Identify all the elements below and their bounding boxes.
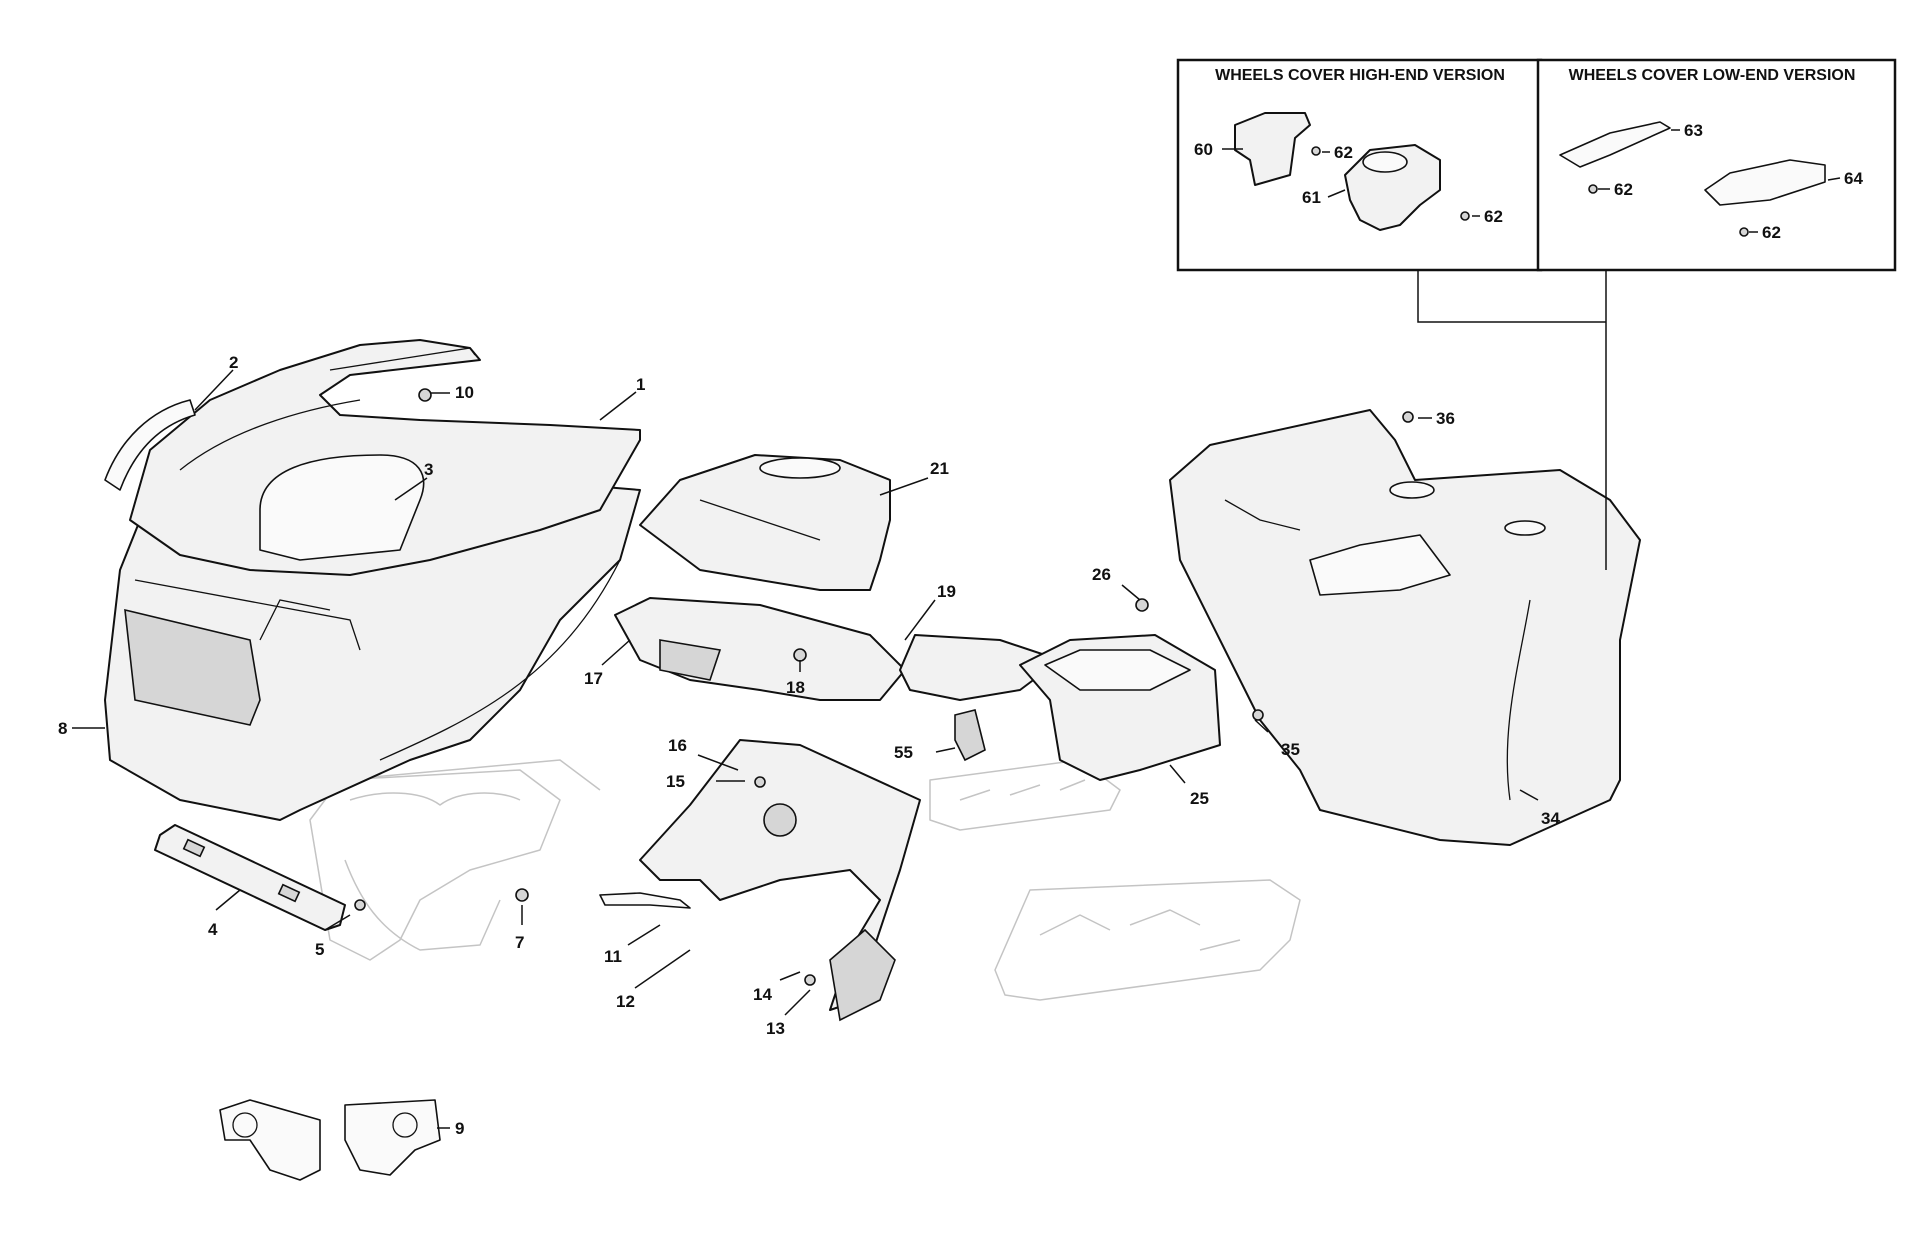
callout-62-b: 62	[1484, 207, 1503, 226]
callout-9: 9	[455, 1119, 464, 1138]
callout-26: 26	[1092, 565, 1111, 584]
part-4-bracket	[154, 824, 346, 931]
callout-17: 17	[584, 669, 603, 688]
part-1-hood-top	[129, 339, 641, 576]
part-2-hood-trim	[104, 399, 196, 491]
callout-16: 16	[668, 736, 687, 755]
callout-14: 14	[753, 985, 772, 1004]
callout-18: 18	[786, 678, 805, 697]
callout-13: 13	[766, 1019, 785, 1038]
callout-34: 34	[1541, 809, 1560, 828]
callout-1: 1	[636, 375, 645, 394]
leader-lines	[72, 129, 1841, 1129]
part-17-dashboard-tray	[614, 597, 906, 701]
fasteners	[354, 388, 1414, 986]
callout-60: 60	[1194, 140, 1213, 159]
callout-61: 61	[1302, 188, 1321, 207]
callout-2: 2	[229, 353, 238, 372]
inset-connector-line	[1417, 270, 1607, 570]
callout-4: 4	[208, 920, 218, 939]
part-34-rear-body	[1169, 409, 1641, 846]
callout-62-d: 62	[1762, 223, 1781, 242]
callout-62-c: 62	[1614, 180, 1633, 199]
inset-low-end-parts	[1559, 121, 1826, 237]
callout-8: 8	[58, 719, 67, 738]
callout-36: 36	[1436, 409, 1455, 428]
callout-35: 35	[1281, 740, 1300, 759]
inset-box-low-end	[1536, 58, 1897, 272]
callout-25: 25	[1190, 789, 1209, 808]
inset-box-low-end-title: WHEELS COVER LOW-END VERSION	[1569, 67, 1856, 84]
callout-64: 64	[1844, 169, 1863, 188]
callout-62-a: 62	[1334, 143, 1353, 162]
part-16-steering-shroud	[639, 739, 921, 1011]
callout-63: 63	[1684, 121, 1703, 140]
ghost-frame-parts	[309, 759, 1301, 1001]
inset-high-end-parts	[1234, 112, 1470, 231]
part-25-seat-box	[1019, 634, 1221, 781]
callout-55: 55	[894, 743, 913, 762]
part-9-gaskets	[219, 1099, 441, 1181]
callout-15: 15	[666, 772, 685, 791]
callout-12: 12	[616, 992, 635, 1011]
part-13-side-panel	[829, 928, 896, 1022]
part-21-upper-cover	[639, 454, 891, 591]
callout-21: 21	[930, 459, 949, 478]
part-19-console-panel	[899, 634, 1061, 701]
callout-3: 3	[424, 460, 433, 479]
part-55-clip	[954, 709, 986, 762]
callout-7: 7	[515, 933, 524, 952]
inset-box-high-end-title: WHEELS COVER HIGH-END VERSION	[1215, 67, 1505, 84]
callout-10: 10	[455, 383, 474, 402]
callout-11: 11	[604, 947, 622, 966]
callout-19: 19	[937, 582, 956, 601]
callout-labels: 1 2 3 4 5 7 8 9 10 11 12 13 14 15 16 17 …	[58, 121, 1863, 1138]
part-11-cable	[599, 892, 691, 909]
callout-5: 5	[315, 940, 324, 959]
